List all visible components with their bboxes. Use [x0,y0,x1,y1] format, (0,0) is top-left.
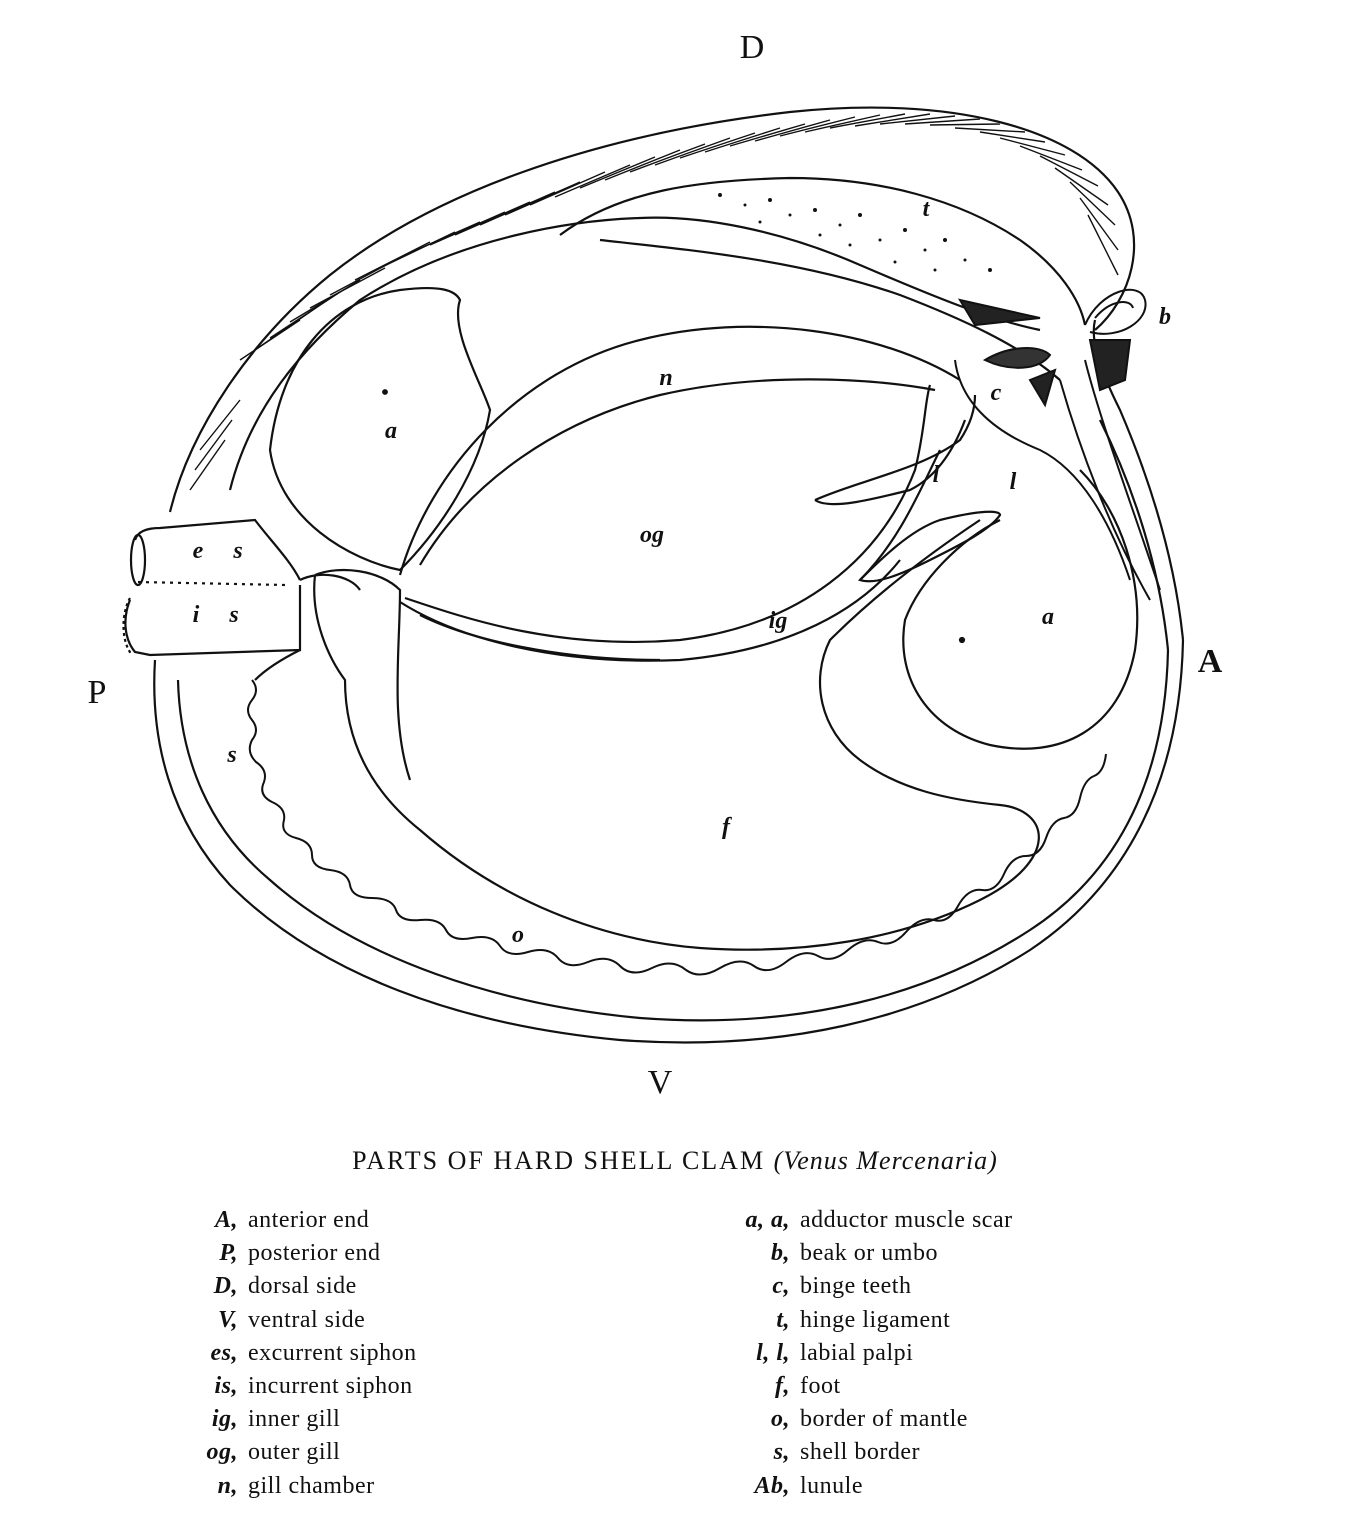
label-palp-1: l [933,462,940,488]
legend-item: s, shell border [700,1436,1013,1469]
legend-key: c, [772,1273,790,1300]
hinge-ligament-texture [718,193,992,272]
anterior-adductor-scar [902,469,1139,750]
legend-left-column: A, anterior end P, posterior end D, dorsal … [150,1204,417,1503]
label-excurrent-e: e [193,538,204,564]
label-outer-gill: og [640,522,664,548]
mantle-border [247,679,1107,976]
legend-item: a, a, adductor muscle scar [700,1204,1013,1237]
legend-key: es, [210,1339,238,1366]
legend-text: dorsal side [248,1273,357,1300]
posterior-adductor-scar [268,286,492,572]
label-shell-border: s [226,742,236,768]
caption-title: PARTS OF HARD SHELL CLAM [352,1146,766,1175]
legend-key: og, [206,1439,238,1466]
label-incurrent-s: s [228,602,238,628]
clam-diagram: D V P A b t c n a a og ig l l e s i s s … [88,29,1223,1101]
legend-item: ig, inner gill [150,1403,417,1436]
ventral-letter: V [648,1064,673,1101]
legend-right-column: a, a, adductor muscle scar b, beak or umbo… [700,1204,1013,1503]
dorsal-letter: D [740,29,765,66]
legend-text: incurrent siphon [248,1373,413,1400]
legend-key: a, a, [745,1207,790,1234]
legend-key: is, [214,1373,238,1400]
label-mantle-border: o [512,922,524,948]
legend-text: hinge ligament [800,1306,951,1333]
legend-text: ventral side [248,1306,366,1333]
legend-text: adductor muscle scar [800,1207,1013,1234]
legend-item: c, binge teeth [700,1270,1013,1303]
shell-outline [153,106,1185,1044]
legend-text: foot [800,1373,841,1400]
legend-key: P, [219,1240,238,1267]
legend-text: posterior end [248,1240,381,1267]
label-hinge-ligament: t [923,196,931,222]
label-foot: f [722,814,732,840]
legend-item: n, gill chamber [150,1470,417,1503]
legend-key: b, [771,1240,790,1267]
legend-key: f, [775,1373,790,1400]
legend-key: V, [218,1306,238,1333]
label-gill-chamber: n [659,365,672,391]
label-hinge-teeth: c [991,380,1002,406]
legend-item: A, anterior end [150,1204,417,1237]
legend-text: shell border [800,1439,920,1466]
legend-key: Ab, [754,1472,790,1499]
legend-item: V, ventral side [150,1304,417,1337]
label-excurrent-s: s [232,538,242,564]
hinge-teeth [954,298,1161,601]
legend-key: D, [213,1273,238,1300]
legend-item: es, excurrent siphon [150,1337,417,1370]
label-adductor-posterior: a [385,418,397,444]
gills [398,325,961,662]
legend-text: labial palpi [800,1339,914,1366]
foot-outline [313,519,1040,951]
label-palp-2: l [1010,469,1017,495]
legend-text: binge teeth [800,1273,912,1300]
legend-key: o, [771,1406,790,1433]
legend-item: P, posterior end [150,1237,417,1270]
legend-text: outer gill [248,1439,341,1466]
legend-text: beak or umbo [800,1240,938,1267]
legend-key: l, l, [756,1339,790,1366]
legend-text: lunule [800,1472,863,1499]
legend-key: A, [214,1207,238,1234]
legend-item: b, beak or umbo [700,1237,1013,1270]
legend-text: excurrent siphon [248,1339,417,1366]
caption-species: (Venus Mercenaria) [773,1146,998,1175]
legend-item: o, border of mantle [700,1403,1013,1436]
label-inner-gill: ig [769,608,788,634]
legend-text: border of mantle [800,1406,968,1433]
legend-item: t, hinge ligament [700,1304,1013,1337]
legend-text: anterior end [248,1207,370,1234]
legend-key: ig, [211,1406,238,1433]
legend-item: is, incurrent siphon [150,1370,417,1403]
label-incurrent-i: i [193,602,200,628]
growth-lines [189,113,1119,491]
legend-item: Ab, lunule [700,1470,1013,1503]
legend-key: t, [776,1306,790,1333]
legend-item: l, l, labial palpi [700,1337,1013,1370]
posterior-letter: P [88,674,107,711]
siphons [122,518,361,681]
legend-key: n, [217,1472,238,1499]
legend-item: og, outer gill [150,1436,417,1469]
beak-umbo [1084,288,1147,392]
anterior-letter: A [1198,643,1223,680]
figure-caption: PARTS OF HARD SHELL CLAM (Venus Mercenar… [0,1146,1350,1176]
label-adductor-anterior: a [1042,604,1054,630]
legend-text: gill chamber [248,1472,375,1499]
legend-text: inner gill [248,1406,341,1433]
label-beak: b [1159,304,1171,330]
legend-key: s, [773,1439,790,1466]
legend-item: f, foot [700,1370,1013,1403]
legend-item: D, dorsal side [150,1270,417,1303]
